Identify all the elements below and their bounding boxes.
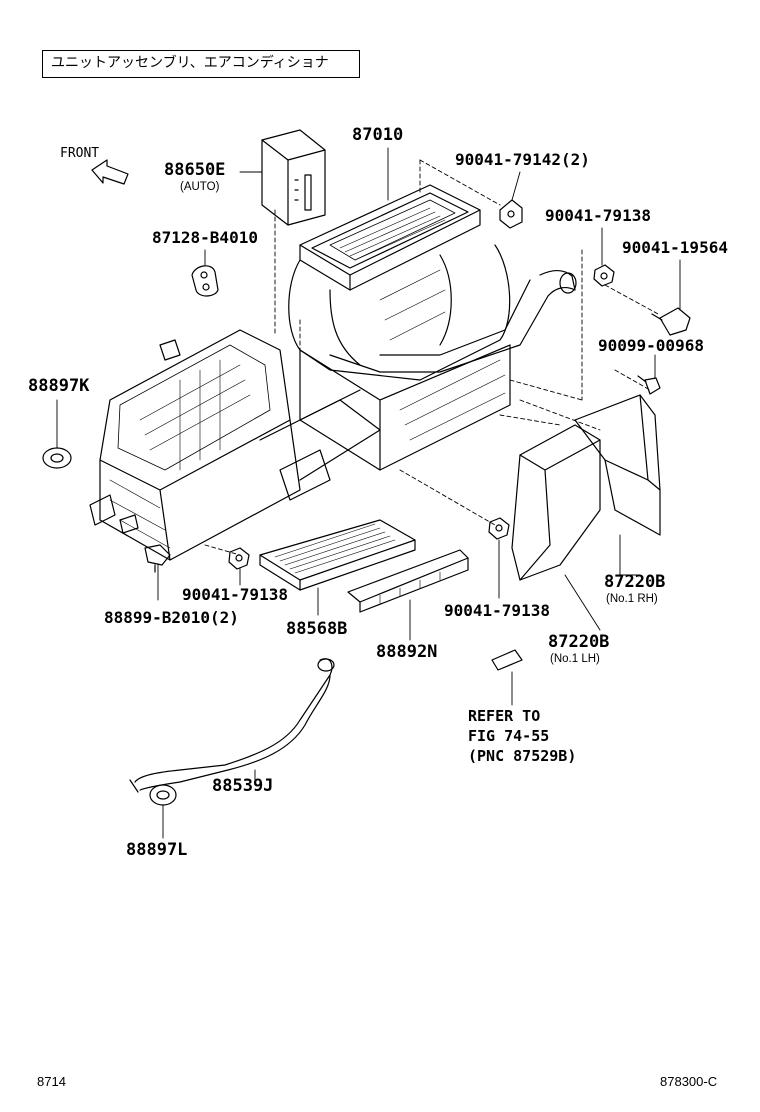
reference-line-3: (PNC 87529B) (468, 747, 577, 765)
label-87128-b4010[interactable]: 87128-B4010 (152, 228, 258, 247)
nut-90041-79138-left (228, 547, 250, 570)
clip-90041-79142 (499, 199, 523, 229)
grommet-88897l (149, 784, 177, 806)
duct-87220b-lh (511, 424, 601, 581)
label-88539j[interactable]: 88539J (212, 776, 274, 796)
label-88897l[interactable]: 88897L (126, 840, 188, 860)
reference-line-1: REFER TO (468, 707, 541, 725)
filter-88568b (259, 519, 416, 591)
note-87220b-rh: (No.1 RH) (606, 593, 658, 605)
footer-right-code: 878300-C (660, 1074, 718, 1089)
cover-88892n (347, 549, 469, 613)
label-88568b[interactable]: 88568B (286, 619, 348, 639)
duct-87220b-rh (574, 394, 661, 536)
note-88650e: (AUTO) (180, 181, 220, 193)
label-90099-00968[interactable]: 90099-00968 (598, 336, 704, 355)
grommet-87128-b4010 (191, 265, 219, 297)
amplifier-module-88650e (261, 129, 326, 226)
blower-case-87010 (288, 184, 511, 471)
duct-tube (329, 270, 577, 373)
bolt-88899-b2010 (144, 544, 171, 573)
heater-case (89, 329, 381, 561)
reference-line-2[interactable]: FIG 74-55 (468, 727, 550, 745)
front-arrow-icon (91, 159, 129, 185)
label-88899-b2010[interactable]: 88899-B2010(2) (104, 608, 239, 627)
label-90041-79138-left[interactable]: 90041-79138 (182, 585, 288, 604)
label-88892n[interactable]: 88892N (376, 642, 438, 662)
label-87220b-lh[interactable]: 87220B (548, 632, 610, 652)
screw-90041-19564 (651, 307, 691, 336)
label-87010[interactable]: 87010 (352, 125, 404, 145)
front-label: FRONT (60, 146, 100, 161)
label-90041-79138-mid[interactable]: 90041-79138 (444, 601, 550, 620)
drain-hose-88539j (129, 658, 335, 793)
reference-part-87529b (491, 649, 523, 671)
label-90041-19564[interactable]: 90041-19564 (622, 238, 728, 257)
footer-left-code: 8714 (37, 1074, 66, 1089)
label-87220b-rh[interactable]: 87220B (604, 572, 666, 592)
note-87220b-lh: (No.1 LH) (550, 653, 600, 665)
label-90041-79142[interactable]: 90041-79142(2) (455, 150, 590, 169)
screw-90099-00968 (637, 375, 661, 395)
label-90041-79138-top[interactable]: 90041-79138 (545, 206, 651, 225)
label-88897k[interactable]: 88897K (28, 376, 90, 396)
grommet-88897k (42, 447, 72, 469)
nut-90041-79138-mid (488, 517, 510, 540)
label-88650e[interactable]: 88650E (164, 160, 226, 180)
diagram-title: ユニットアッセンブリ、エアコンディショナ (42, 50, 360, 78)
nut-90041-79138-top (593, 264, 615, 287)
